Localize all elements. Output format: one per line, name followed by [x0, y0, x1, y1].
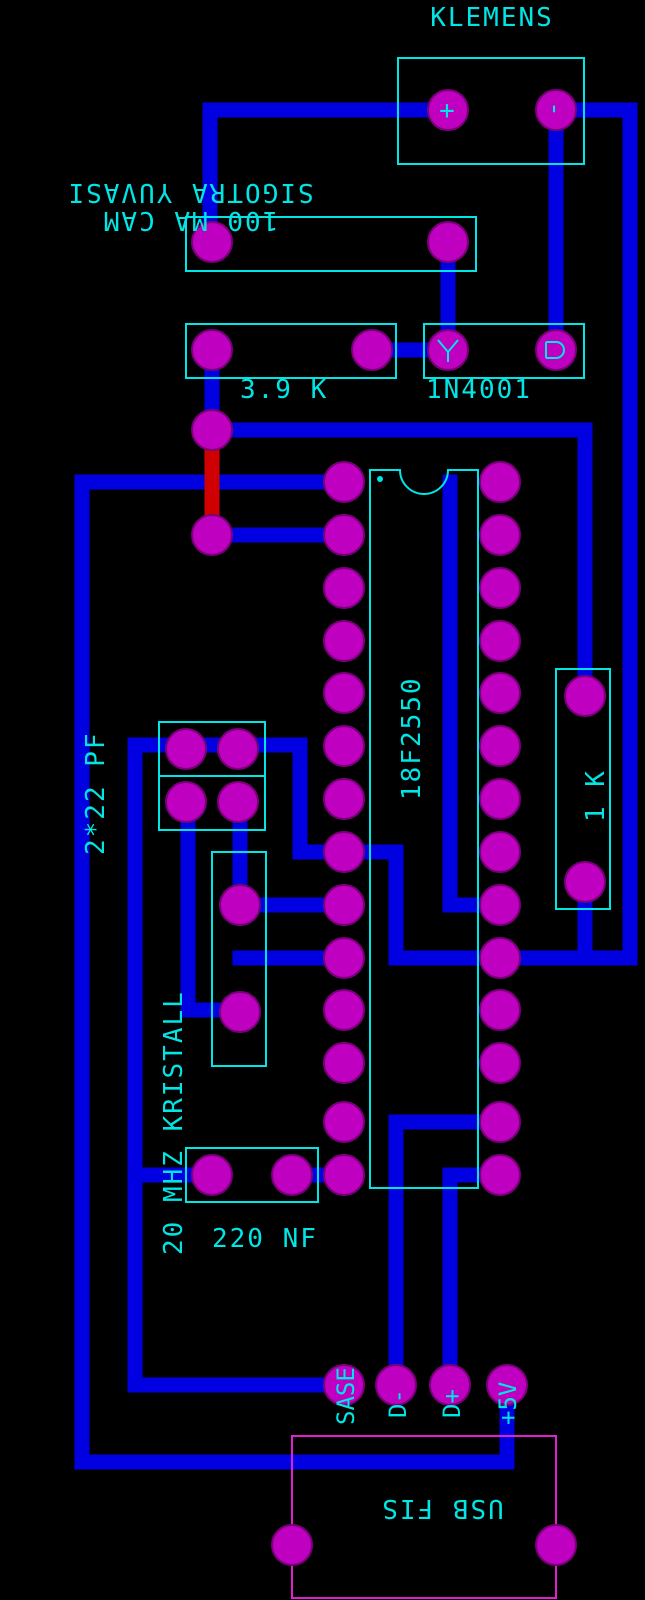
pad-r39k-left — [191, 329, 233, 371]
mcu-pin — [479, 672, 521, 714]
crystal-outline — [211, 851, 267, 1067]
diode-outline — [423, 323, 585, 379]
usb-plug-outline — [291, 1435, 557, 1599]
mcu-pin — [323, 831, 365, 873]
cap-220nf-label: 220 NF — [212, 1224, 318, 1254]
mcu-pin — [323, 1042, 365, 1084]
mcu-pin — [479, 514, 521, 556]
usb-plug-label: USB FIS — [380, 1493, 504, 1523]
mcu-pin — [479, 725, 521, 767]
pad-cap-b1 — [165, 781, 207, 823]
silkscreen-outlines — [158, 57, 611, 1599]
mcu-pin — [479, 778, 521, 820]
mcu-pin — [323, 672, 365, 714]
usb-dminus-label: D- — [384, 1389, 412, 1418]
pad-led-left — [191, 221, 233, 263]
pad-diode-anode — [427, 329, 469, 371]
caps-label: 2*22 PF — [81, 731, 111, 855]
resistor-39k-outline — [185, 323, 397, 379]
pad-terminal-plus — [427, 89, 469, 131]
usb-gnd-label: SASE — [332, 1367, 360, 1425]
pad-usb-dplus — [429, 1364, 471, 1406]
mcu-pin — [479, 831, 521, 873]
mcu-pin — [479, 567, 521, 609]
mcu-pin — [323, 884, 365, 926]
pads — [165, 89, 606, 1566]
mcu-pin — [323, 567, 365, 609]
mcu-pin1-marker — [377, 476, 383, 482]
led-socket-outline — [185, 216, 477, 272]
mcu-pin — [323, 620, 365, 662]
pad-led-right — [427, 221, 469, 263]
pad-cap-b2 — [217, 781, 259, 823]
mcu-pin — [323, 778, 365, 820]
mcu-pin — [323, 937, 365, 979]
mcu-pin — [479, 620, 521, 662]
cap-220nf-outline — [185, 1147, 319, 1203]
mcu-pin — [323, 461, 365, 503]
caps-outline-bottom — [158, 775, 266, 831]
terminal-label: KLEMENS — [430, 3, 554, 33]
pad-via-top — [191, 409, 233, 451]
pad-usb-shield-right — [535, 1524, 577, 1566]
mcu-pin — [479, 1042, 521, 1084]
usb-5v-label: +5V — [494, 1382, 522, 1425]
mcu-label: 18F2550 — [397, 676, 427, 800]
mcu-pin — [479, 1154, 521, 1196]
pad-usb-5v — [486, 1364, 528, 1406]
pad-r39k-right — [351, 329, 393, 371]
terminal-minus-symbol: - — [540, 101, 570, 119]
pad-cap-a2 — [217, 728, 259, 770]
pad-usb-shield-left — [271, 1524, 313, 1566]
diode-label: 1N4001 — [426, 375, 532, 405]
pad-via-bottom — [191, 514, 233, 556]
led-label: 100 MA CAM SIGOTRA YUVASI — [66, 177, 313, 235]
mcu-pin — [479, 937, 521, 979]
mcu-pin — [323, 514, 365, 556]
usb-dplus-label: D+ — [438, 1389, 466, 1418]
resistor-1k-outline — [555, 668, 611, 910]
resistor-1k-label: 1 K — [581, 769, 611, 822]
pad-usb-gnd — [323, 1364, 365, 1406]
resistor-39k-label: 3.9 K — [240, 375, 328, 405]
mcu-pin — [323, 1154, 365, 1196]
pad-terminal-minus — [535, 89, 577, 131]
diode-cathode-glyph — [545, 341, 565, 359]
pad-diode-cathode — [535, 329, 577, 371]
pad-r1k-bottom — [564, 861, 606, 903]
pad-c220-left — [191, 1154, 233, 1196]
led-label-line1: 100 MA CAM — [102, 205, 279, 235]
pad-usb-dminus — [375, 1364, 417, 1406]
mcu-pin — [323, 1101, 365, 1143]
pad-c220-right — [271, 1154, 313, 1196]
mcu-pin — [479, 1101, 521, 1143]
mcu-pin — [479, 884, 521, 926]
led-label-line2: SIGOTRA YUVASI — [66, 177, 313, 207]
mcu-outline — [369, 469, 479, 1189]
mcu-pin — [479, 461, 521, 503]
terminal-plus-symbol: + — [439, 96, 457, 126]
pad-crystal-bottom — [219, 991, 261, 1033]
crystal-label: 20 MHZ KRISTALL — [159, 990, 189, 1255]
terminal-outline — [397, 57, 585, 165]
diode-anode-glyph — [437, 339, 459, 362]
mcu-pin — [323, 725, 365, 767]
mcu-pin — [323, 989, 365, 1031]
pad-r1k-top — [564, 675, 606, 717]
pad-cap-a1 — [165, 728, 207, 770]
pad-crystal-top — [219, 884, 261, 926]
mcu-pin — [479, 989, 521, 1031]
